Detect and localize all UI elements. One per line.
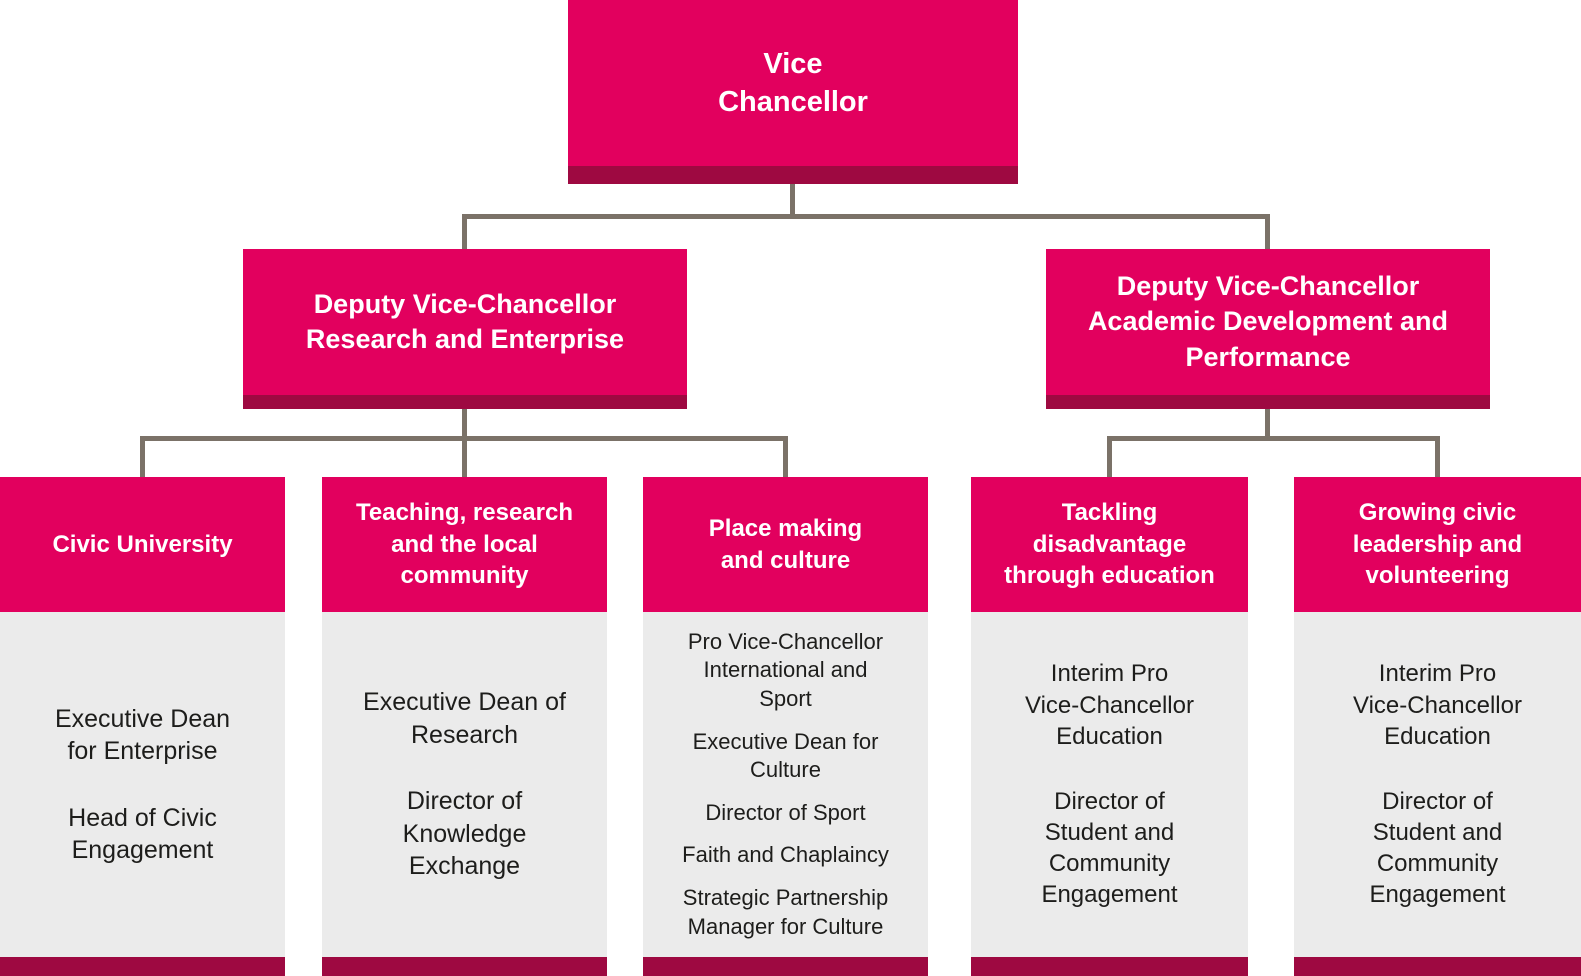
column-body: Executive Dean for Enterprise Head of Ci… xyxy=(0,612,285,957)
dvc-academic-development-title: Deputy Vice-Chancellor Academic Developm… xyxy=(1087,271,1449,372)
shadow-strip xyxy=(243,395,687,409)
column-body: Interim Pro Vice-Chancellor Education Di… xyxy=(1294,612,1581,957)
connector-drop-civic-university xyxy=(140,436,145,478)
column-civic-university: Civic University Executive Dean for Ente… xyxy=(0,477,285,976)
connector-left-deputy-drop xyxy=(462,214,467,250)
role-item: Interim Pro Vice-Chancellor Education xyxy=(1353,660,1522,750)
role-item: Faith and Chaplaincy xyxy=(682,842,889,868)
role-item: Director of Student and Community Engage… xyxy=(1041,787,1178,909)
column-body: Executive Dean of Research Director of K… xyxy=(322,612,607,957)
column-footer-strip xyxy=(0,957,285,976)
dvc-research-enterprise-title: Deputy Vice-Chancellor Research and Ente… xyxy=(305,288,625,354)
role-item: Executive Dean of Research xyxy=(363,688,566,749)
connector-root-stem xyxy=(790,182,795,219)
role-item: Interim Pro Vice-Chancellor Education xyxy=(1025,660,1194,750)
column-header: Place making and culture xyxy=(643,477,928,612)
role-item: Director of Student and Community Engage… xyxy=(1369,787,1506,909)
vice-chancellor-title: Vice Chancellor xyxy=(718,47,868,118)
role-item: Pro Vice-Chancellor International and Sp… xyxy=(687,628,884,712)
connector-drop-teaching-research xyxy=(462,436,467,478)
role-item: Head of Civic Engagement xyxy=(68,803,217,865)
connector-right-cluster-stem xyxy=(1265,408,1270,441)
column-header: Civic University xyxy=(0,477,285,612)
node-dvc-academic-development: Deputy Vice-Chancellor Academic Developm… xyxy=(1046,249,1490,409)
column-header: Teaching, research and the local communi… xyxy=(322,477,607,612)
connector-top-horizontal xyxy=(462,214,1270,219)
column-footer-strip xyxy=(643,957,928,976)
column-footer-strip xyxy=(1294,957,1581,976)
column-growing-civic-leadership: Growing civic leadership and volunteerin… xyxy=(1294,477,1581,976)
column-place-making: Place making and culture Pro Vice-Chance… xyxy=(643,477,928,976)
connector-drop-growing-civic xyxy=(1435,436,1440,478)
column-body: Pro Vice-Chancellor International and Sp… xyxy=(643,612,928,957)
column-header: Tackling disadvantage through education xyxy=(971,477,1248,612)
shadow-strip xyxy=(568,166,1018,184)
column-tackling-disadvantage: Tackling disadvantage through education … xyxy=(971,477,1248,976)
column-body: Interim Pro Vice-Chancellor Education Di… xyxy=(971,612,1248,957)
role-item: Executive Dean for Culture xyxy=(692,728,879,783)
column-teaching-research: Teaching, research and the local communi… xyxy=(322,477,607,976)
role-item: Director of Sport xyxy=(705,799,866,825)
column-footer-strip xyxy=(971,957,1248,976)
connector-drop-tackling-disadvantage xyxy=(1107,436,1112,478)
role-item: Director of Knowledge Exchange xyxy=(402,787,527,881)
role-item: Executive Dean for Enterprise xyxy=(54,704,231,766)
node-vice-chancellor: Vice Chancellor xyxy=(568,0,1018,184)
column-header: Growing civic leadership and volunteerin… xyxy=(1294,477,1581,612)
connector-right-cluster-horizontal xyxy=(1107,436,1440,441)
connector-left-cluster-stem xyxy=(462,408,467,441)
column-footer-strip xyxy=(322,957,607,976)
connector-drop-place-making xyxy=(783,436,788,478)
shadow-strip xyxy=(1046,395,1490,409)
node-dvc-research-enterprise: Deputy Vice-Chancellor Research and Ente… xyxy=(243,249,687,409)
role-item: Strategic Partnership Manager for Cultur… xyxy=(682,884,889,939)
connector-right-deputy-drop xyxy=(1265,214,1270,250)
